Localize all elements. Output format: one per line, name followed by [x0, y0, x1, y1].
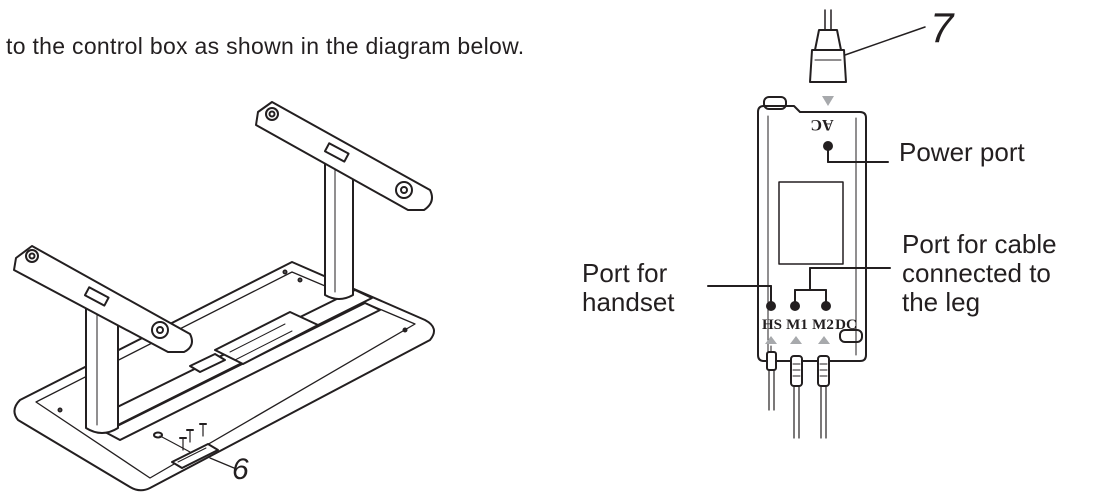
leg-cable-port-label-line: the leg — [902, 287, 981, 318]
dc-port-code: DC — [835, 317, 857, 333]
m2-port-code: M2 — [812, 317, 834, 333]
instruction-text: to the control box as shown in the diagr… — [6, 33, 525, 59]
leg-cable-port-label-line: connected to — [902, 258, 1051, 289]
step-6-callout: 6 — [232, 453, 249, 486]
leg-cable-port-label-line: Port for cable — [902, 229, 1057, 259]
power-port-label: Power port — [899, 137, 1025, 167]
control-box-illustration — [707, 9, 926, 439]
m1-port-code: M1 — [786, 317, 808, 333]
handset-port-label: Port for handset — [582, 258, 675, 318]
leg-cable-port-label: Port for cable connected to the leg — [902, 229, 1057, 318]
step-7-callout: 7 — [930, 4, 954, 51]
hs-port-code: HS — [762, 317, 782, 333]
ac-port-code: AC — [810, 116, 833, 133]
desk-frame-illustration — [13, 101, 435, 492]
handset-port-label-line: Port for — [582, 258, 668, 288]
handset-port-label-line: handset — [582, 287, 675, 318]
